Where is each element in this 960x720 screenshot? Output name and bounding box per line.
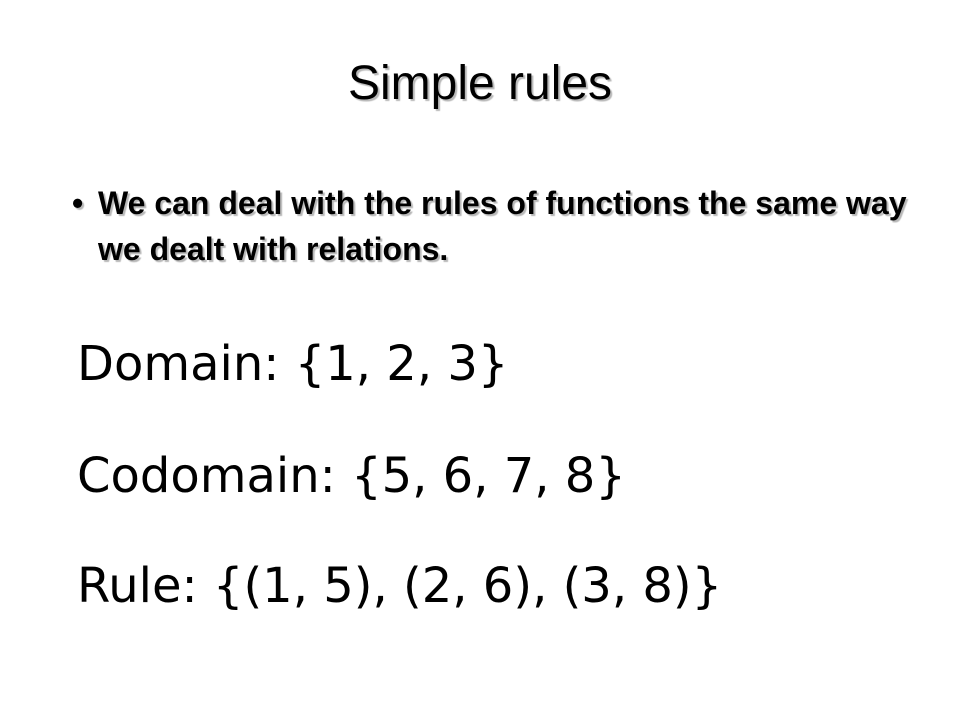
codomain-line: Codomain: {5, 6, 7, 8} — [77, 448, 626, 504]
bullet-marker: • — [72, 185, 84, 221]
bullet-list: • We can deal with the rules of function… — [70, 180, 910, 272]
domain-line: Domain: {1, 2, 3} — [77, 336, 509, 392]
bullet-text: We can deal with the rules of functions … — [98, 185, 907, 267]
slide-title: Simple rules — [347, 57, 613, 110]
rule-line: Rule: {(1, 5), (2, 6), (3, 8)} — [77, 558, 723, 614]
bullet-item: • We can deal with the rules of function… — [70, 180, 910, 272]
